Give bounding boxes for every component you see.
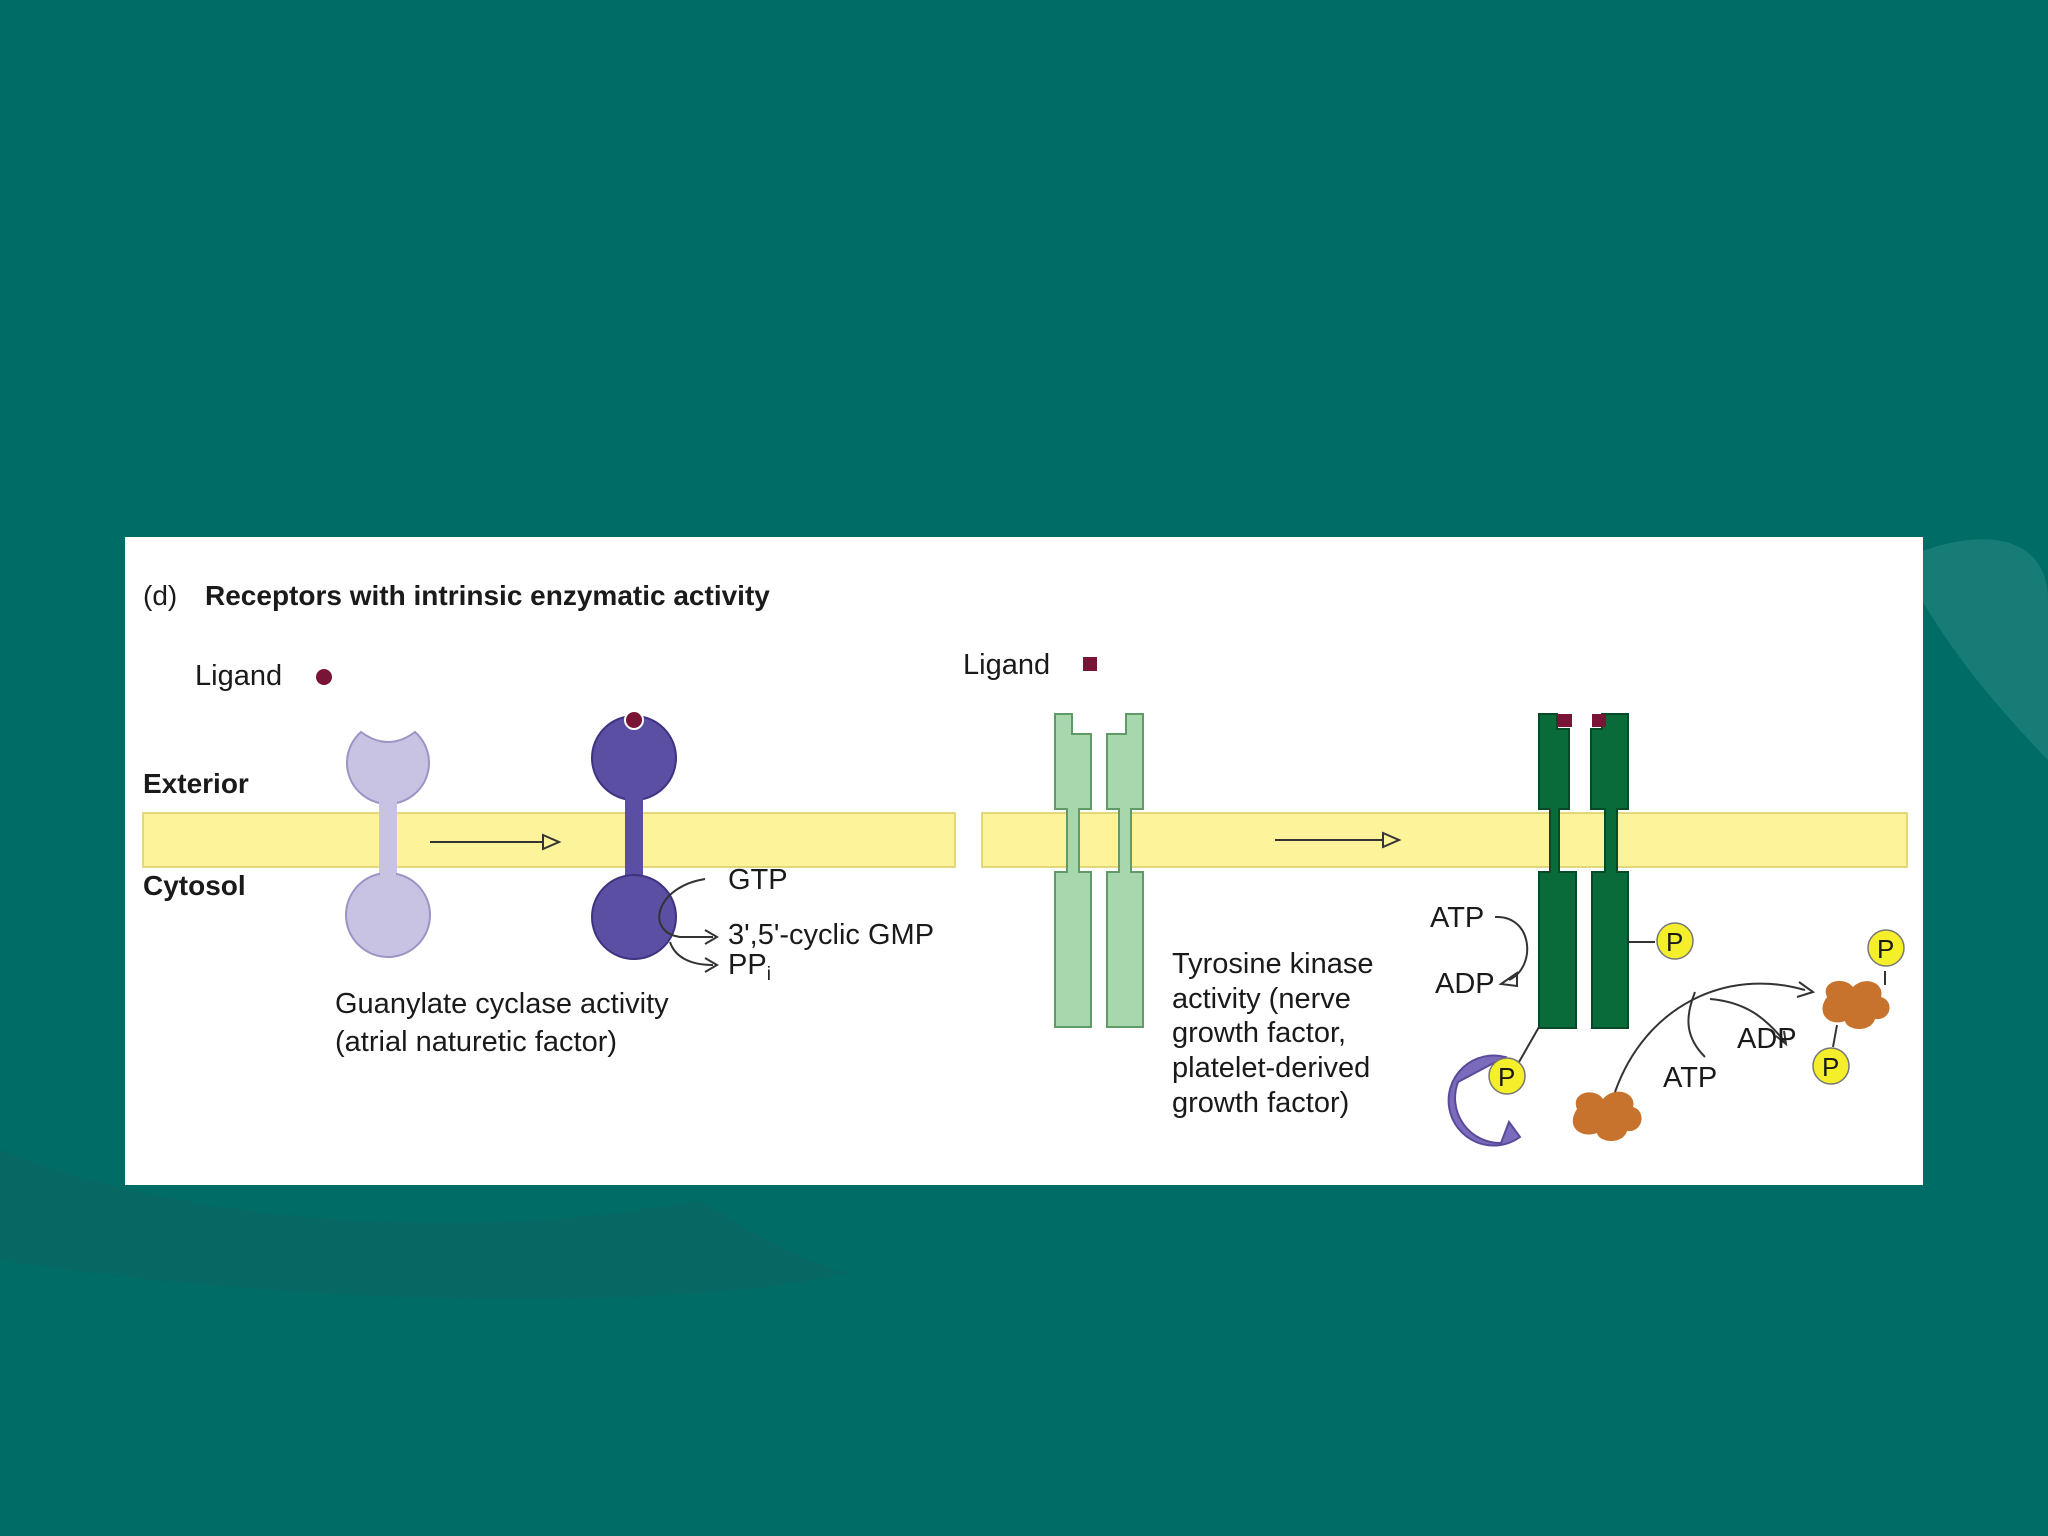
svg-text:P: P — [1498, 1062, 1515, 1092]
ppi-label: PPi — [728, 949, 771, 985]
atp-lower-label: ATP — [1663, 1062, 1717, 1094]
bound-ligand-square-2-icon — [1592, 714, 1606, 727]
ligand-square-icon — [1083, 657, 1097, 671]
adp-upper-label: ADP — [1435, 968, 1495, 1000]
panel-label: (d) — [143, 580, 177, 611]
phosphate-icon: P — [1868, 930, 1904, 966]
active-tyrosine-kinase-receptors — [1539, 714, 1628, 1028]
figure-title: Receptors with intrinsic enzymatic activ… — [205, 580, 770, 611]
adp-lower-label: ADP — [1737, 1023, 1797, 1055]
membrane-left — [143, 813, 955, 867]
svg-text:P: P — [1666, 927, 1683, 957]
bound-ligand-icon — [625, 711, 643, 729]
guanylate-caption-line1: Guanylate cyclase activity — [335, 988, 669, 1020]
tyrosine-caption-line2: activity (nerve — [1172, 983, 1351, 1015]
substrate-protein-icon — [1573, 1092, 1642, 1141]
inactive-tyrosine-kinase-receptors — [1055, 714, 1143, 1027]
bound-ligand-square-1-icon — [1558, 714, 1572, 727]
ligand-circle-icon — [316, 669, 332, 685]
tyrosine-caption-line5: growth factor) — [1172, 1087, 1349, 1119]
cytosol-label: Cytosol — [143, 870, 246, 901]
phosphate-icon: P — [1489, 1058, 1525, 1094]
receptor-figure-panel: (d) Receptors with intrinsic enzymatic a… — [125, 537, 1923, 1185]
ligand-label-left: Ligand — [195, 660, 282, 692]
autophosphorylation-arrow — [1495, 917, 1527, 986]
phosphorylated-substrate-icon — [1822, 981, 1889, 1029]
gtp-label: GTP — [728, 864, 788, 896]
phosphate-icon: P — [1813, 1048, 1849, 1084]
phosphate-icon: P — [1657, 923, 1693, 959]
guanylate-caption-line2: (atrial naturetic factor) — [335, 1026, 617, 1058]
tyrosine-caption-line3: growth factor, — [1172, 1017, 1346, 1049]
ligand-label-right: Ligand — [963, 649, 1050, 681]
atp-upper-label: ATP — [1430, 902, 1484, 934]
exterior-label: Exterior — [143, 768, 249, 799]
tyrosine-caption-line1: Tyrosine kinase — [1172, 948, 1374, 980]
cgmp-label: 3',5'-cyclic GMP — [728, 919, 934, 951]
svg-text:P: P — [1822, 1052, 1839, 1082]
tyrosine-caption-line4: platelet-derived — [1172, 1052, 1370, 1084]
svg-text:P: P — [1877, 934, 1894, 964]
